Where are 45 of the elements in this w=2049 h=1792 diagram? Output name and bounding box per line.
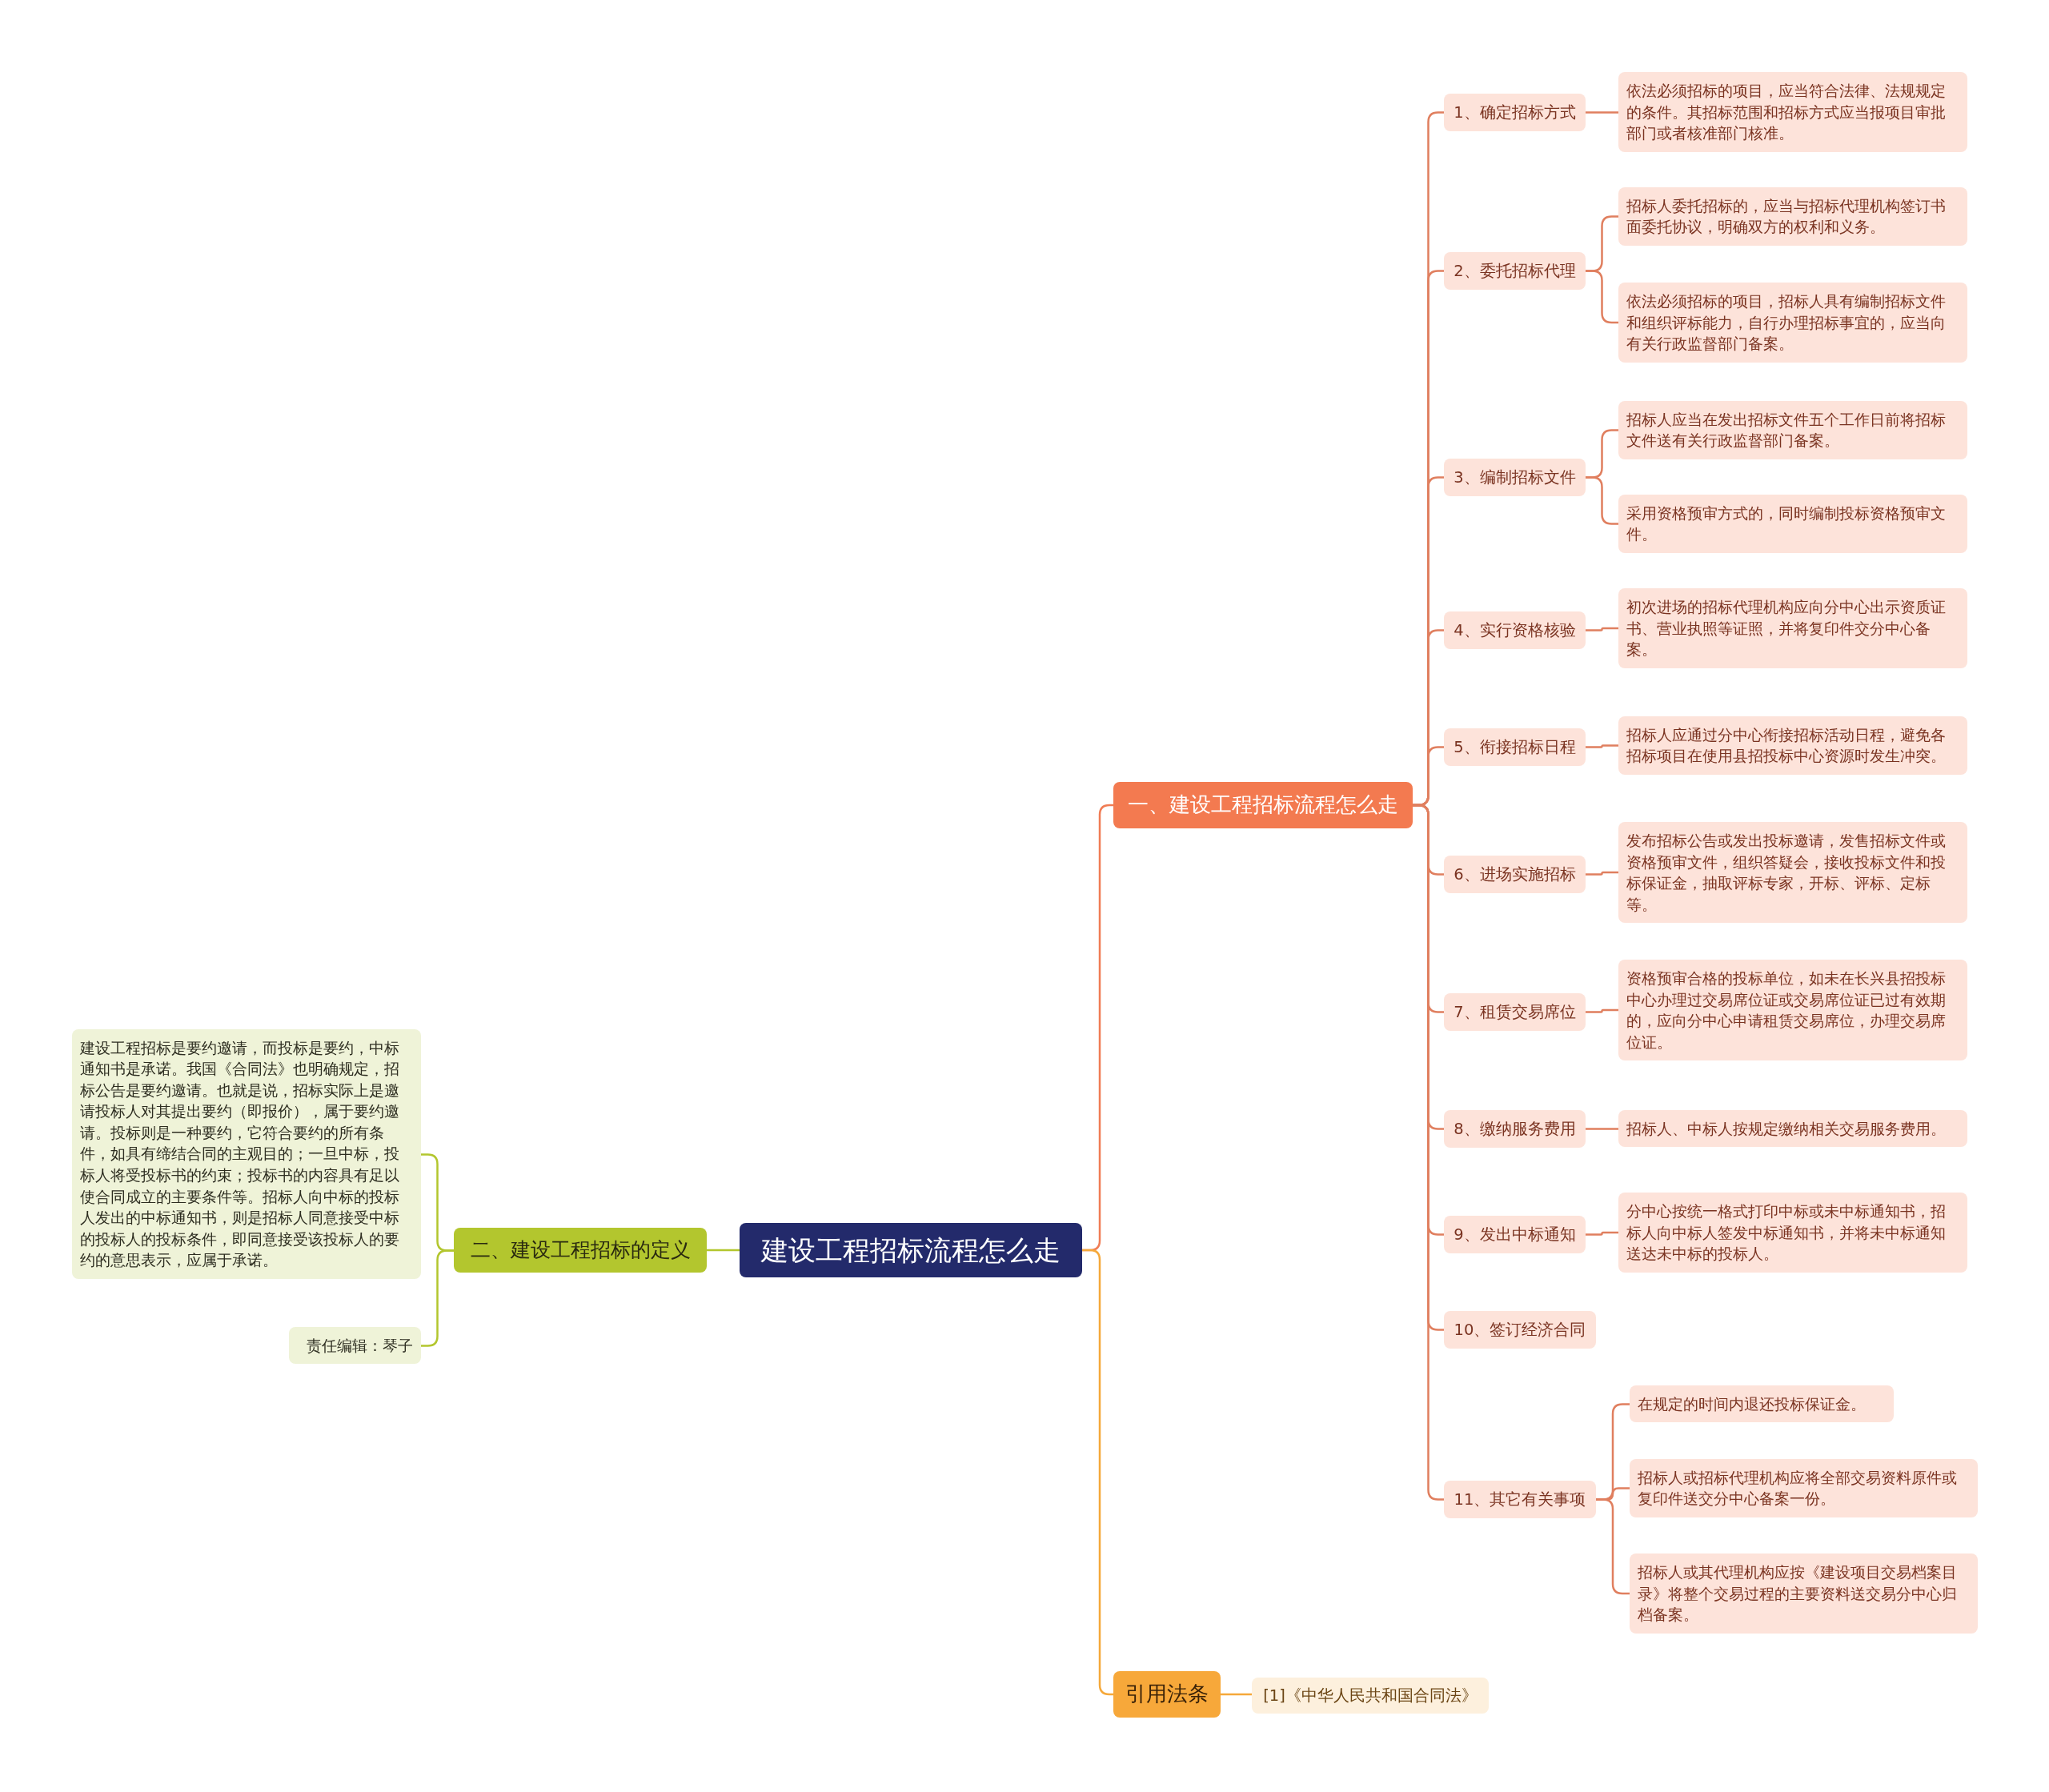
subtopic: 8、缴纳服务费用	[1444, 1109, 1586, 1148]
detail-note: 发布招标公告或发出投标邀请，发售招标文件或资格预审文件，组织答疑会，接收投标文件和投标保证金，抽取评标专家，开标、评标、定标等。	[1618, 822, 1967, 924]
detail-note: 责任编辑：琴子	[289, 1326, 421, 1365]
subtopic: 9、发出中标通知	[1444, 1215, 1586, 1253]
detail-note: 在规定的时间内退还投标保证金。	[1630, 1385, 1894, 1423]
connector-line	[1586, 476, 1618, 525]
root-topic: 建设工程招标流程怎么走	[740, 1223, 1082, 1278]
subtopic: 6、进场实施招标	[1444, 855, 1586, 893]
connector-line	[1586, 111, 1618, 114]
detail-note: 分中心按统一格式打印中标或未中标通知书，招标人向中标人签发中标通知书，并将未中标通知送达未中标的投标人。	[1618, 1193, 1967, 1273]
detail-note: 采用资格预审方式的，同时编制投标资格预审文件。	[1618, 494, 1967, 553]
connector-line	[1586, 1231, 1618, 1236]
detail-note: 招标人委托招标的，应当与招标代理机构签订书面委托协议，明确双方的权利和义务。	[1618, 186, 1967, 246]
connector-line	[1586, 871, 1618, 876]
subtopic: 5、衔接招标日程	[1444, 728, 1586, 766]
detail-note: 招标人、中标人按规定缴纳相关交易服务费用。	[1618, 1109, 1967, 1148]
subtopic: 11、其它有关事项	[1444, 1480, 1596, 1518]
detail-note: 招标人或其代理机构应按《建设项目交易档案目录》将整个交易过程的主要资料送交易分中心归档备案。	[1630, 1553, 1978, 1634]
detail-note: 依法必须招标的项目，招标人具有编制招标文件和组织评标能力，自行办理招标事宜的，应当向有关行政监督部门备案。	[1618, 283, 1967, 363]
detail-note: 初次进场的招标代理机构应向分中心出示资质证书、营业执照等证照，并将复印件交分中心备案。	[1618, 588, 1967, 668]
subtopic: 3、编制招标文件	[1444, 458, 1586, 496]
detail-note: 资格预审合格的投标单位，如未在长兴县招投标中心办理过交易席位证或交易席位证已过有效期的，应向分中心申请租赁交易席位，办理交易席位证。	[1618, 960, 1967, 1061]
subtopic: 7、租赁交易席位	[1444, 992, 1586, 1031]
subtopic: 2、委托招标代理	[1444, 251, 1586, 290]
connector-line	[1586, 270, 1618, 324]
subtopic: 4、实行资格核验	[1444, 611, 1586, 649]
connector-line	[1586, 744, 1618, 748]
branch-topic: 引用法条	[1113, 1671, 1221, 1718]
connector-line	[1586, 1128, 1618, 1130]
connector-line	[1221, 1693, 1252, 1696]
subtopic: 10、签订经济合同	[1444, 1310, 1596, 1349]
detail-note: 依法必须招标的项目，应当符合法律、法规规定的条件。其招标范围和招标方式应当报项目审批部门或者核准部门核准。	[1618, 72, 1967, 152]
citation-note: [1]《中华人民共和国合同法》	[1252, 1677, 1489, 1714]
connector-line	[1596, 1498, 1630, 1595]
connector-line	[421, 1249, 454, 1347]
connector-line	[1586, 627, 1618, 631]
detail-note: 招标人应当在发出招标文件五个工作日前将招标文件送有关行政监督部门备案。	[1618, 400, 1967, 459]
branch-topic: 二、建设工程招标的定义	[454, 1227, 707, 1273]
detail-note: 招标人或招标代理机构应将全部交易资料原件或复印件送交分中心备案一份。	[1630, 1458, 1978, 1517]
connector-line	[1586, 1008, 1618, 1013]
connector-line	[707, 1249, 740, 1252]
detail-note: 建设工程招标是要约邀请，而投标是要约，中标通知书是承诺。我国《合同法》也明确规定，招标公告是要约邀请。也就是说，招标实际上是邀请投标人对其提出要约（即报价），属于要约邀请。投标则是一种要约，它符合要约的所有条件，如具有缔结合同的主观目的；一旦中标，投标人将受投标书的约束；投标书的内容具有足以使合同成立的主要条件等。招标人向中标的投标人发出的中标通知书，则是招标人同意接受中标的投标人的投标条件，即同意接受该投标人的要约的意思表示，应属于承诺。	[72, 1028, 421, 1280]
subtopic: 1、确定招标方式	[1444, 93, 1586, 131]
branch-topic: 一、建设工程招标流程怎么走	[1113, 782, 1413, 828]
detail-note: 招标人应通过分中心衔接招标活动日程，避免各招标项目在使用县招投标中心资源时发生冲突。	[1618, 716, 1967, 775]
